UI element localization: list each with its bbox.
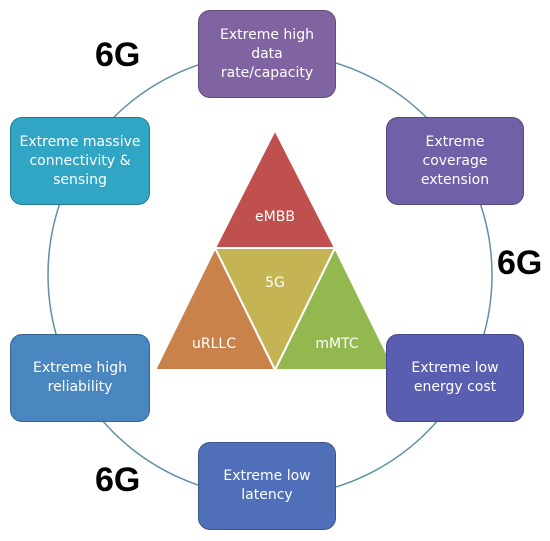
embb-triangle [213,127,337,249]
urllc-triangle [153,245,277,371]
box-text-line: Extreme [425,133,485,150]
label-6g-top-left: 6G [95,36,141,74]
mmtc-label: mMTC [315,336,358,352]
box-text-line: Extreme low [411,360,499,376]
box-extreme-high-data-rate: Extreme high data rate/capacity [198,10,336,98]
box-text-line: connectivity & [29,152,131,169]
box-text-line: latency [241,487,293,503]
box-extreme-high-reliability: Extreme high reliability [10,334,150,422]
box-text-line: sensing [53,171,107,188]
box-extreme-low-energy-cost: Extreme low energy cost [386,334,524,422]
urllc-label: uRLLC [192,336,236,352]
box-extreme-low-latency: Extreme low latency [198,442,336,530]
box-text-line: energy cost [413,379,497,395]
box-text-line: coverage [422,152,488,169]
box-text-line: data [251,45,283,62]
core-5g-label: 5G [265,275,285,291]
label-6g-bottom-left: 6G [95,461,141,499]
label-6g-right: 6G [497,244,543,282]
box-text-line: Extreme high [220,26,314,43]
box-extreme-massive-connectivity: Extreme massive connectivity & sensing [10,117,150,205]
box-text-line: Extreme massive [19,133,141,150]
box-text-line: extension [420,171,490,188]
box-text-line: rate/capacity [220,64,314,81]
box-text-line: Extreme high [33,360,127,376]
embb-label: eMBB [255,209,295,225]
mmtc-triangle [273,245,397,371]
box-extreme-coverage-extension: Extreme coverage extension [386,117,524,205]
box-text-line: Extreme low [223,468,311,484]
box-text-line: reliability [47,379,113,395]
